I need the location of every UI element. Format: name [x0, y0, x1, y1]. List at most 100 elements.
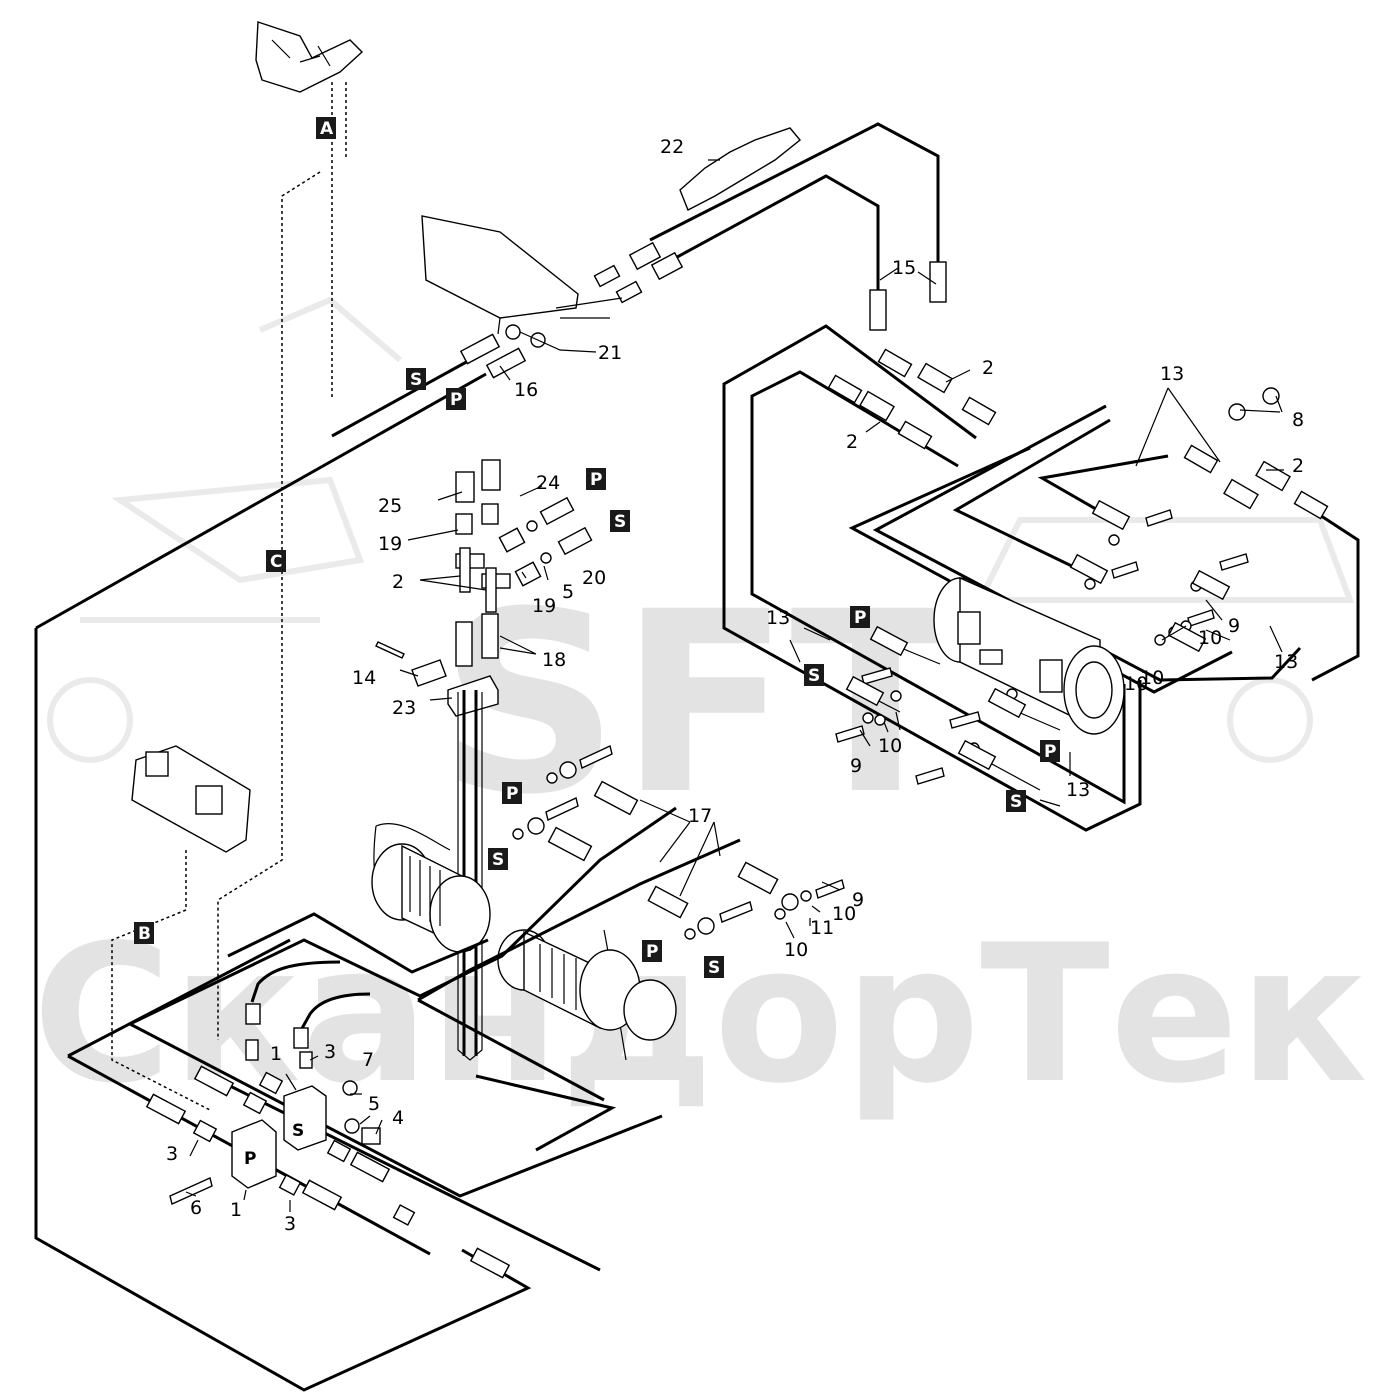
callout-2-center: 2: [392, 571, 404, 593]
tag-s-center: S: [610, 510, 630, 532]
callout-9-right: 9: [850, 755, 862, 777]
mounting-bracket: [421, 215, 579, 335]
tag-p-center: P: [586, 468, 606, 490]
tag-s-motor-right: S: [804, 664, 824, 686]
pilot-valve-bracket: [131, 745, 251, 853]
tag-s-left-upper: S: [488, 848, 508, 870]
callout-3-lower: 3: [284, 1213, 296, 1235]
pilot-line-a: [331, 82, 347, 400]
callout-2-top-left: 2: [846, 431, 858, 453]
svg-text:S: S: [1010, 792, 1022, 812]
svg-text:P: P: [506, 784, 518, 804]
watermark-tractor-outline: [47, 296, 1355, 763]
callout-13-lower: 13: [1066, 779, 1090, 801]
right-loop-b: [872, 404, 1302, 682]
center-lower-hardware: [512, 745, 845, 940]
svg-text:S: S: [410, 370, 422, 390]
callout-19-upper: 19: [378, 533, 402, 555]
right-loop-c: [952, 418, 1111, 572]
watermark: SFT СкандорТек: [32, 296, 1368, 1125]
svg-text:S: S: [492, 850, 504, 870]
tag-p-left-upper: P: [502, 782, 522, 804]
left-return-6: [417, 838, 741, 1002]
supply-hose-top-outer: [649, 122, 940, 262]
motor-loop-inner: [750, 370, 1126, 805]
hose-clip-22: [679, 127, 801, 211]
valve-block-s: S: [283, 1085, 327, 1151]
callout-9-left: 9: [852, 889, 864, 911]
svg-text:P: P: [450, 390, 462, 410]
left-return-4: [129, 1022, 663, 1198]
center-fittings: [455, 459, 593, 667]
callout-23: 23: [392, 697, 416, 719]
leader-lines: [185, 159, 1284, 1212]
svg-text:P: P: [646, 942, 658, 962]
tube-clamp-23: [375, 641, 499, 717]
svg-text:B: B: [138, 924, 151, 944]
callout-20: 20: [582, 567, 606, 589]
callout-21: 21: [598, 342, 622, 364]
svg-text:P: P: [1044, 742, 1056, 762]
tag-p-top: P: [446, 388, 466, 410]
svg-text:C: C: [270, 552, 282, 572]
svg-text:S: S: [614, 512, 626, 532]
callout-13-top: 13: [1160, 363, 1184, 385]
callout-5-center: 5: [562, 581, 574, 603]
callout-15: 15: [892, 257, 916, 279]
pilot-control-unit: [255, 21, 364, 93]
feed-line-s: [331, 358, 471, 438]
callout-13-motor: 13: [766, 607, 790, 629]
callout-18: 18: [542, 649, 566, 671]
callout-16: 16: [514, 379, 538, 401]
callout-10-right: 10: [878, 735, 902, 757]
callout-10-left-lower: 10: [784, 939, 808, 961]
svg-text:A: A: [320, 119, 334, 139]
left-return-1: [227, 912, 489, 974]
callout-10-lower: 10: [1124, 673, 1148, 695]
callout-7: 7: [362, 1049, 374, 1071]
callout-8: 8: [1292, 409, 1304, 431]
callout-11: 11: [810, 917, 834, 939]
callout-3-upper: 3: [324, 1041, 336, 1063]
callout-14: 14: [352, 667, 376, 689]
tag-s-top: S: [406, 368, 426, 390]
pilot-line-c: [217, 171, 321, 1040]
valve-s-label: S: [292, 1121, 304, 1141]
callout-10-right-mid: 10: [1198, 627, 1222, 649]
supply-hose-top-inner: [667, 174, 880, 290]
callout-4: 4: [392, 1107, 404, 1129]
callout-3-left: 3: [166, 1143, 178, 1165]
callout-5-lower: 5: [368, 1093, 380, 1115]
valve-p-label: P: [244, 1149, 256, 1169]
callout-25: 25: [378, 495, 402, 517]
left-return-5: [417, 998, 617, 1152]
callout-17: 17: [688, 805, 712, 827]
svg-text:S: S: [808, 666, 820, 686]
tag-s-left-lower: S: [704, 956, 724, 978]
svg-text:S: S: [708, 958, 720, 978]
callout-13-far-right: 13: [1274, 651, 1298, 673]
callout-24: 24: [536, 472, 560, 494]
callout-19-lower: 19: [532, 595, 556, 617]
tag-p-left-lower: P: [642, 940, 662, 962]
return-loop-left: [34, 628, 532, 1392]
svg-text:P: P: [854, 608, 866, 628]
port-tags: A B C S P P S P S P S P S P S: [134, 117, 1060, 978]
pilot-line-b: [111, 850, 211, 1111]
tag-a: A: [316, 117, 336, 139]
callout-22: 22: [660, 136, 684, 158]
callout-2-top-right: 2: [982, 357, 994, 379]
right-lower-hoses: [845, 499, 1231, 791]
callout-1-upper: 1: [270, 1043, 282, 1065]
valve-block-p: P: [231, 1119, 277, 1189]
callout-6: 6: [190, 1197, 202, 1219]
left-travel-motor: [371, 823, 677, 1061]
motor-loop-outer: [722, 324, 1142, 832]
left-return-7: [209, 1074, 601, 1272]
svg-text:P: P: [590, 470, 602, 490]
left-fittings: [145, 960, 511, 1279]
watermark-brand: СкандорТек: [32, 904, 1367, 1125]
top-connectors: [459, 241, 947, 379]
